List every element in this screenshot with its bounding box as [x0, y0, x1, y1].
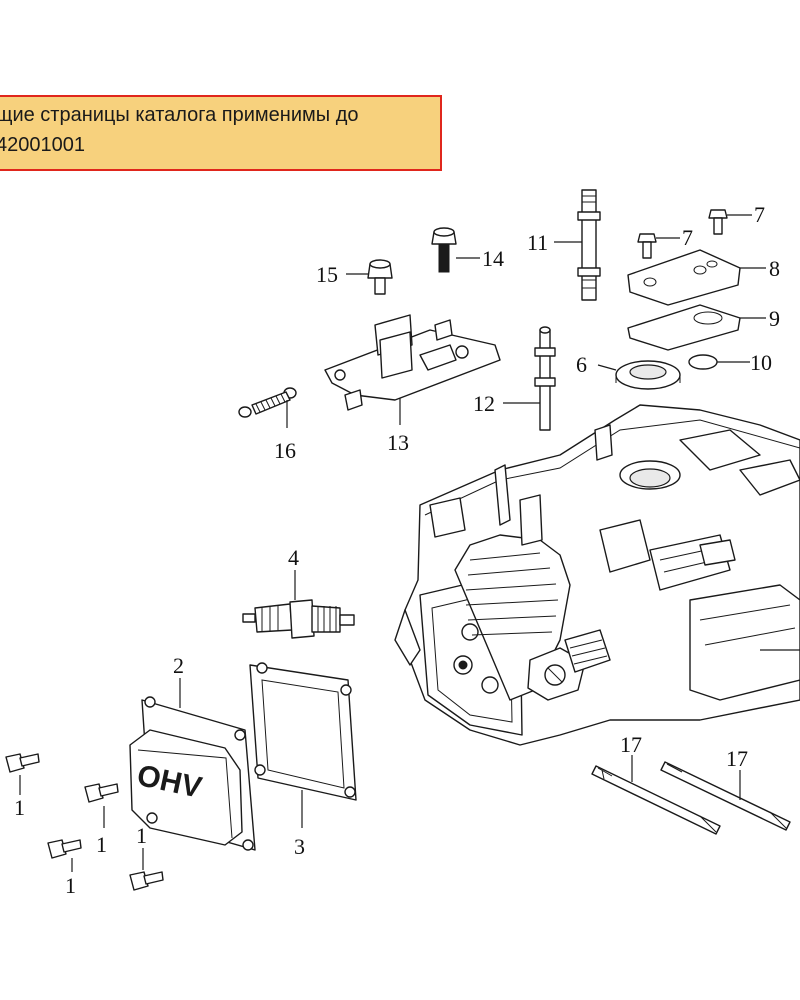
callout-11: 11	[527, 230, 548, 255]
part-6-seal: 6	[576, 352, 681, 390]
callout-1a: 1	[14, 795, 25, 820]
callout-2: 2	[173, 653, 184, 678]
callout-14: 14	[482, 246, 504, 271]
callout-1d: 1	[136, 823, 147, 848]
part-4-spark-plug: 4	[242, 545, 355, 639]
part-3-gasket: 3	[249, 662, 357, 859]
callout-8: 8	[769, 256, 780, 281]
callout-10: 10	[750, 350, 772, 375]
part-8-plate: 8	[627, 249, 780, 306]
part-15-bolt: 15	[316, 259, 393, 295]
part-16-spring: 16	[238, 387, 297, 463]
part-12-pin: 12	[473, 326, 556, 431]
part-14-bolt: 14	[431, 227, 504, 273]
callout-12: 12	[473, 391, 495, 416]
part-1-bolts: 1 1 1 1	[5, 753, 164, 898]
part-9-gasket: 9	[627, 304, 780, 351]
catalog-notice-banner: щие страницы каталога применимы до 42001…	[0, 95, 442, 171]
callout-6: 6	[576, 352, 587, 377]
part-13-bracket: 13	[324, 314, 501, 455]
part-2-valve-cover: OHV 2	[129, 653, 256, 851]
callout-1b: 1	[96, 832, 107, 857]
callout-1c: 1	[65, 873, 76, 898]
part-10-washer: 10	[688, 350, 772, 375]
crankcase-block	[394, 404, 800, 746]
callout-16: 16	[274, 438, 296, 463]
notice-line-1: щие страницы каталога применимы до	[0, 104, 359, 126]
callout-17a: 17	[620, 732, 642, 757]
part-7-bolts: 7 7	[637, 202, 765, 259]
callout-7b: 7	[682, 225, 693, 250]
callout-9: 9	[769, 306, 780, 331]
callout-4: 4	[288, 545, 299, 570]
callout-15: 15	[316, 262, 338, 287]
callout-7a: 7	[754, 202, 765, 227]
callout-17b: 17	[726, 746, 748, 771]
notice-line-2: 42001001	[0, 134, 85, 156]
callout-13: 13	[387, 430, 409, 455]
part-11-stud: 11	[527, 189, 601, 301]
callout-3: 3	[294, 834, 305, 859]
part-17-studs: 17 17	[591, 732, 791, 835]
